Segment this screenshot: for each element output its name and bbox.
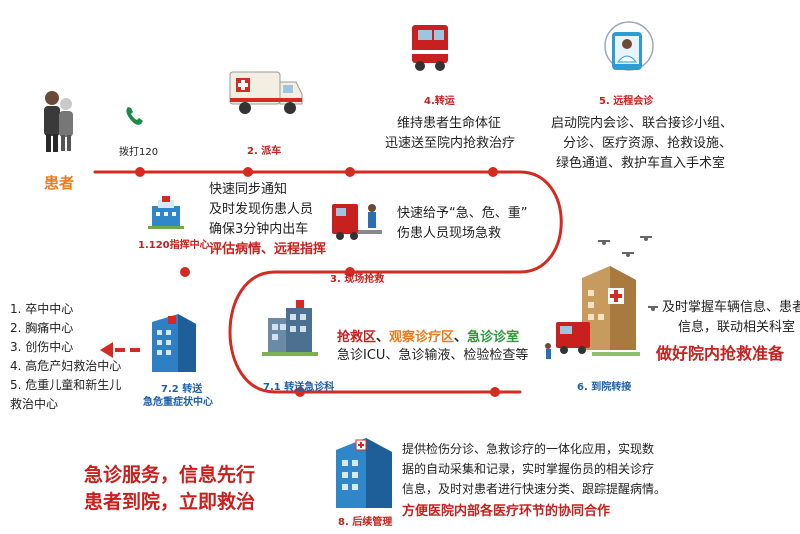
dot-er	[295, 387, 305, 397]
hospital-icon	[545, 266, 640, 359]
dispatch-line-1: 快速同步通知	[209, 182, 288, 197]
arrival-line-3: 做好院内抢救准备	[656, 344, 785, 363]
flow-path	[93, 170, 563, 394]
rescue-line-2: 伤患人员现场急救	[397, 226, 502, 241]
transport-line-2: 迅速送至院内抢救治疗	[385, 136, 516, 151]
drone-icon	[598, 236, 658, 311]
dispatch-line-3: 确保3分钟内出车	[209, 222, 309, 237]
slogan-line-2: 患者到院，立即救治	[84, 491, 256, 513]
centers-list: 1. 卒中中心 2. 胸痛中心 3. 创伤中心 4. 高危产妇救治中心 5. 危…	[10, 300, 121, 414]
step-label-call: 拨打120	[119, 147, 159, 158]
followup-line-4: 方便医院内部各医疗环节的协同合作	[402, 504, 611, 519]
center-item: 1. 卒中中心	[10, 302, 74, 316]
step-label-critical-b: 急危重症状中心	[143, 397, 213, 408]
consult-line-2: 分诊、医疗资源、抢救设施、	[563, 136, 733, 151]
dot-command	[180, 267, 190, 277]
er-zone-rescue: 抢救区	[337, 330, 377, 345]
emergency-dept-icon	[262, 300, 318, 356]
er-line-2: 急诊ICU、急诊输液、检验检查等	[337, 348, 529, 363]
center-item: 4. 高危产妇救治中心	[10, 359, 122, 373]
step-label-consult: 5. 远程会诊	[599, 96, 654, 107]
transport-line-1: 维持患者生命体征	[397, 116, 502, 131]
step-label-critical-a: 7.2 转送	[161, 384, 203, 395]
dot-transport	[345, 167, 355, 177]
arrival-line-2: 信息，联动相关科室	[678, 320, 796, 335]
dot-dispatch	[243, 167, 253, 177]
dispatch-line-2: 及时发现伤患人员	[209, 202, 314, 217]
dispatch-line-4: 评估病情、远程指挥	[209, 242, 327, 257]
step-label-dispatch: 2. 派车	[247, 146, 282, 157]
arrival-line-1: 及时掌握车辆信息、患者	[662, 300, 800, 315]
step-label-followup: 8. 后续管理	[338, 517, 393, 528]
center-item: 5. 危重儿童和新生儿	[10, 378, 122, 392]
people-icon	[44, 91, 73, 152]
command-center-icon	[148, 196, 184, 229]
consult-line-1: 启动院内会诊、联合接诊小组、	[551, 116, 734, 131]
step-label-er: 7.1 转送急诊科	[263, 382, 335, 393]
er-zones: 抢救区、观察诊疗区、急诊诊室	[337, 326, 519, 345]
data-center-icon	[336, 438, 392, 508]
er-sep-1: 、	[376, 330, 390, 345]
er-zone-observation: 观察诊疗区	[389, 330, 455, 345]
ambulance-icon	[412, 25, 448, 71]
step-label-rescue: 3. 现场抢救	[330, 274, 385, 285]
dot-phone	[135, 167, 145, 177]
center-item: 救治中心	[10, 397, 59, 411]
step-label-arrival: 6. 到院转接	[577, 382, 632, 393]
flow-path-dots	[135, 167, 500, 397]
er-sep-2: 、	[454, 330, 468, 345]
rescue-scene-icon	[332, 204, 382, 240]
center-item: 2. 胸痛中心	[10, 321, 74, 335]
dot-rescue	[345, 267, 355, 277]
doctor-video-icon	[604, 21, 654, 71]
rescue-line-1: 快速给予“急、危、重”	[397, 206, 528, 221]
center-item: 3. 创伤中心	[10, 340, 74, 354]
dot-arrival	[490, 387, 500, 397]
step-label-transport: 4.转运	[424, 96, 455, 107]
phone-icon	[126, 107, 143, 125]
followup-line-1: 提供检伤分诊、急救诊疗的一体化应用，实现数	[402, 442, 655, 456]
followup-line-3: 信息，及时对患者进行快速分类、跟踪提醒病情。	[402, 482, 667, 496]
dot-consult	[488, 167, 498, 177]
ambulance-icon	[229, 71, 303, 114]
critical-center-icon	[152, 314, 196, 372]
er-zone-clinic: 急诊诊室	[467, 330, 520, 345]
step-label-command: 1.120指挥中心	[138, 240, 210, 251]
slogan-line-1: 急诊服务，信息先行	[84, 464, 256, 486]
followup-line-2: 据的自动采集和记录，实时掌握伤员的相关诊疗	[402, 462, 655, 476]
arrow-left-icon	[100, 342, 140, 358]
patient-label: 患者	[44, 174, 75, 192]
consult-line-3: 绿色通道、救护车直入手术室	[556, 156, 726, 171]
